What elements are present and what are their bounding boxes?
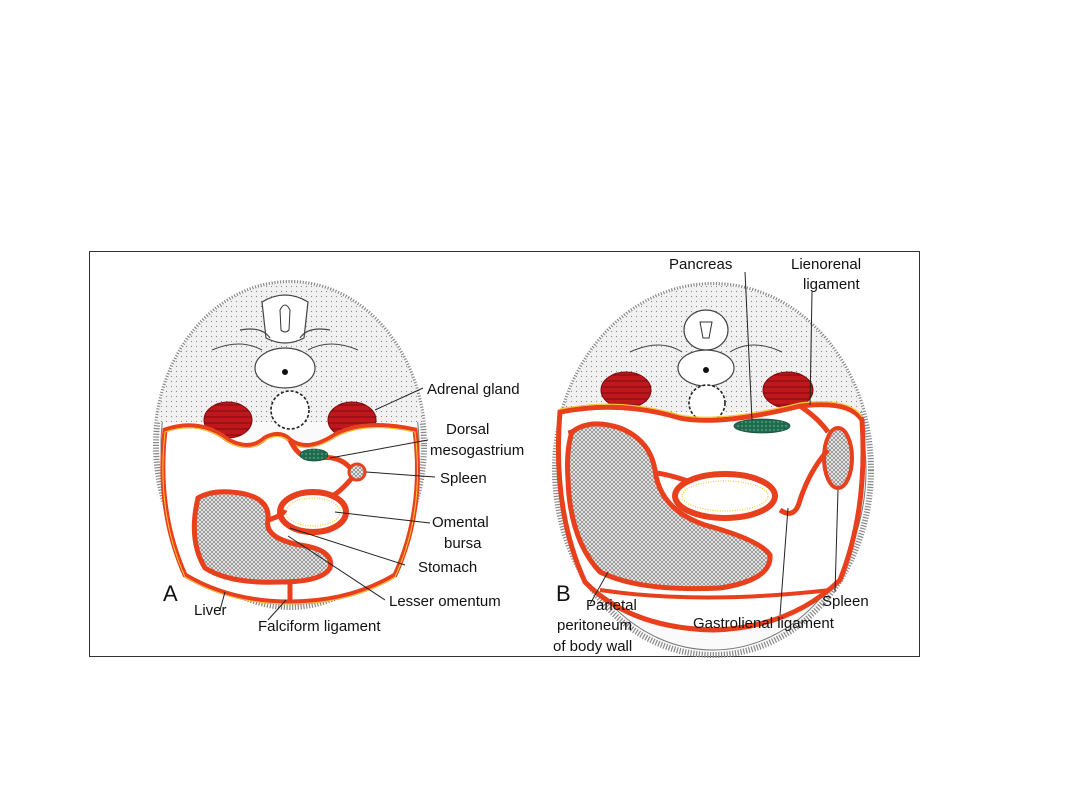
label-adrenal-gland: Adrenal gland	[427, 381, 520, 398]
label-liver: Liver	[194, 602, 227, 619]
label-gastrolienal-ligament: Gastrolienal ligament	[693, 615, 835, 632]
aorta-b	[688, 384, 726, 422]
label-mesogastrium: mesogastrium	[430, 442, 524, 459]
label-stomach: Stomach	[418, 559, 477, 576]
label-lesser-omentum: Lesser omentum	[389, 593, 501, 610]
label-bursa: bursa	[444, 535, 482, 552]
label-peritoneum: peritoneum	[557, 617, 632, 634]
spleen-b	[822, 426, 854, 490]
label-body-wall: of body wall	[553, 638, 632, 655]
spleen-a	[347, 462, 367, 482]
label-omental: Omental	[432, 514, 489, 531]
label-spleen-b: Spleen	[822, 593, 869, 610]
label-parietal: Parietal	[586, 597, 637, 614]
vertebra-b	[629, 309, 783, 387]
label-ligament: ligament	[803, 276, 861, 293]
vertebra-a	[211, 294, 359, 389]
liver-b	[565, 421, 773, 592]
pancreas-a	[299, 448, 329, 462]
panel-b: B Pancreas Lienorenal ligament Spleen Ga…	[552, 256, 874, 658]
panel-a: A Adrenal gland Dorsal mesogastrium Sple…	[153, 280, 524, 635]
label-lienorenal: Lienorenal	[791, 256, 861, 273]
aorta-a	[270, 390, 310, 430]
label-dorsal: Dorsal	[446, 421, 489, 438]
liver-a	[191, 489, 334, 585]
label-pancreas: Pancreas	[669, 256, 732, 273]
kidney-left-b	[600, 371, 652, 409]
label-spleen-a: Spleen	[440, 470, 487, 487]
label-falciform-ligament: Falciform ligament	[258, 618, 381, 635]
panel-letter-a: A	[163, 581, 178, 606]
panel-letter-b: B	[556, 581, 571, 606]
pancreas-b	[733, 418, 791, 434]
